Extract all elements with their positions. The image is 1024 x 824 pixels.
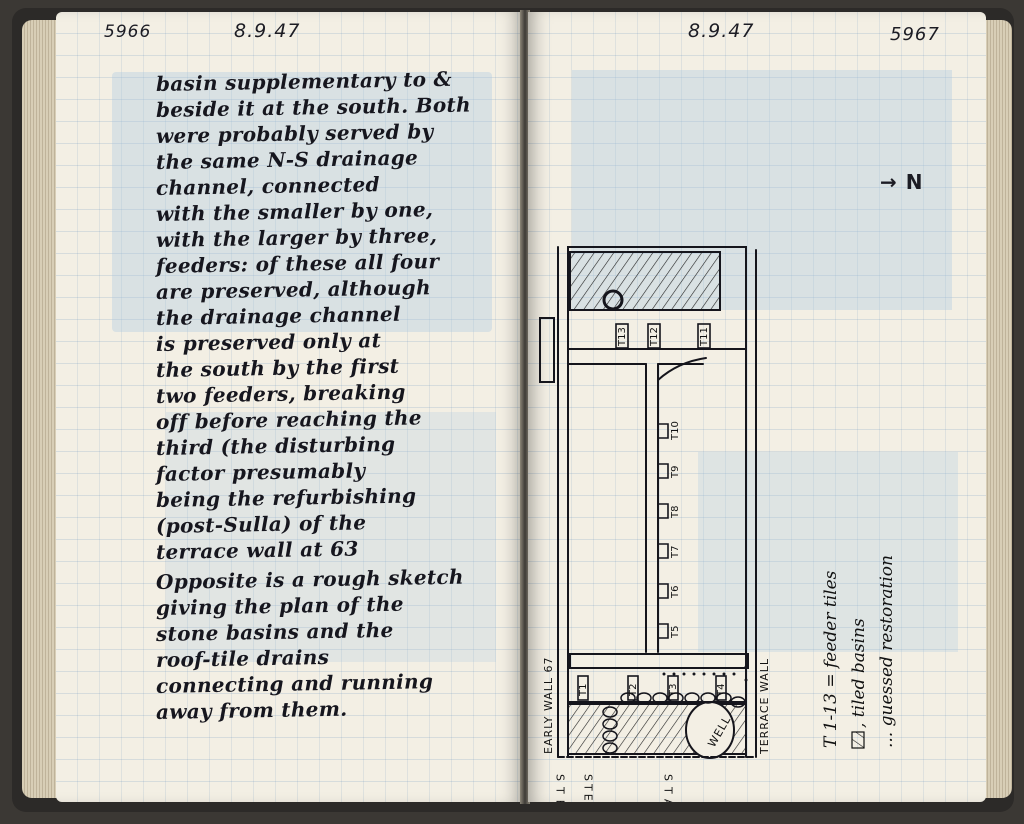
text-line: connecting and running [155, 669, 434, 698]
right-page: 8.9.47 5967 → N [528, 12, 986, 802]
text-line: away from them. [155, 696, 348, 724]
notebook-spine [520, 10, 530, 804]
text-line: the south by the first [155, 353, 400, 382]
text-line: roof-tile drains [155, 644, 330, 672]
left-page: 5966 8.9.47 basin supplementary to & bes… [56, 12, 522, 802]
left-page-date: 8.9.47 [234, 20, 301, 42]
right-page-date: 8.9.47 [688, 20, 755, 42]
tile-label-t13: T13 [617, 327, 628, 347]
stepped-label: STEPPED [582, 774, 595, 802]
right-page-number: 5967 [890, 24, 940, 45]
stairs-label-right: STAIRS [662, 774, 675, 802]
show-through-stain [698, 452, 958, 652]
page-edges-right [984, 20, 1012, 798]
tile-label-t7: T7 [670, 546, 681, 559]
tile-label-t4: T4 [716, 684, 727, 697]
terrace-wall-label: TERRACE WALL [758, 658, 771, 755]
text-line: is preserved only at [155, 328, 382, 356]
tile-label-t12: T12 [649, 327, 660, 347]
tile-label-t6: T6 [670, 586, 681, 599]
tile-label-t2: T2 [628, 684, 639, 697]
show-through-stain [166, 412, 496, 662]
tile-label-t9: T9 [670, 466, 681, 479]
tile-label-t11: T11 [699, 327, 710, 347]
legend-guessed-restoration: ... guessed restoration [877, 555, 897, 748]
tile-label-t5: T5 [670, 626, 681, 639]
left-page-number: 5966 [104, 22, 152, 42]
page-edges-left [22, 20, 58, 798]
tile-label-t10: T10 [670, 421, 681, 441]
text-line: two feeders, breaking [155, 379, 406, 408]
steps-label-left: STEPS [554, 774, 567, 802]
show-through-stain [112, 72, 492, 332]
early-wall-label: EARLY WALL 67 [542, 656, 555, 754]
north-arrow: → N [880, 170, 924, 194]
site-plan-sketch: T1 T2 T3 T4 T5 T6 T7 T8 T9 T10 T11 T12 T… [539, 246, 897, 802]
tile-label-t1: T1 [578, 684, 589, 697]
tile-label-t3: T3 [668, 684, 679, 697]
legend-tiled-basins: , tiled basins [849, 618, 869, 728]
legend-feeder-tiles: T 1-13 = feeder tiles [821, 570, 841, 748]
tile-label-t8: T8 [670, 506, 681, 519]
